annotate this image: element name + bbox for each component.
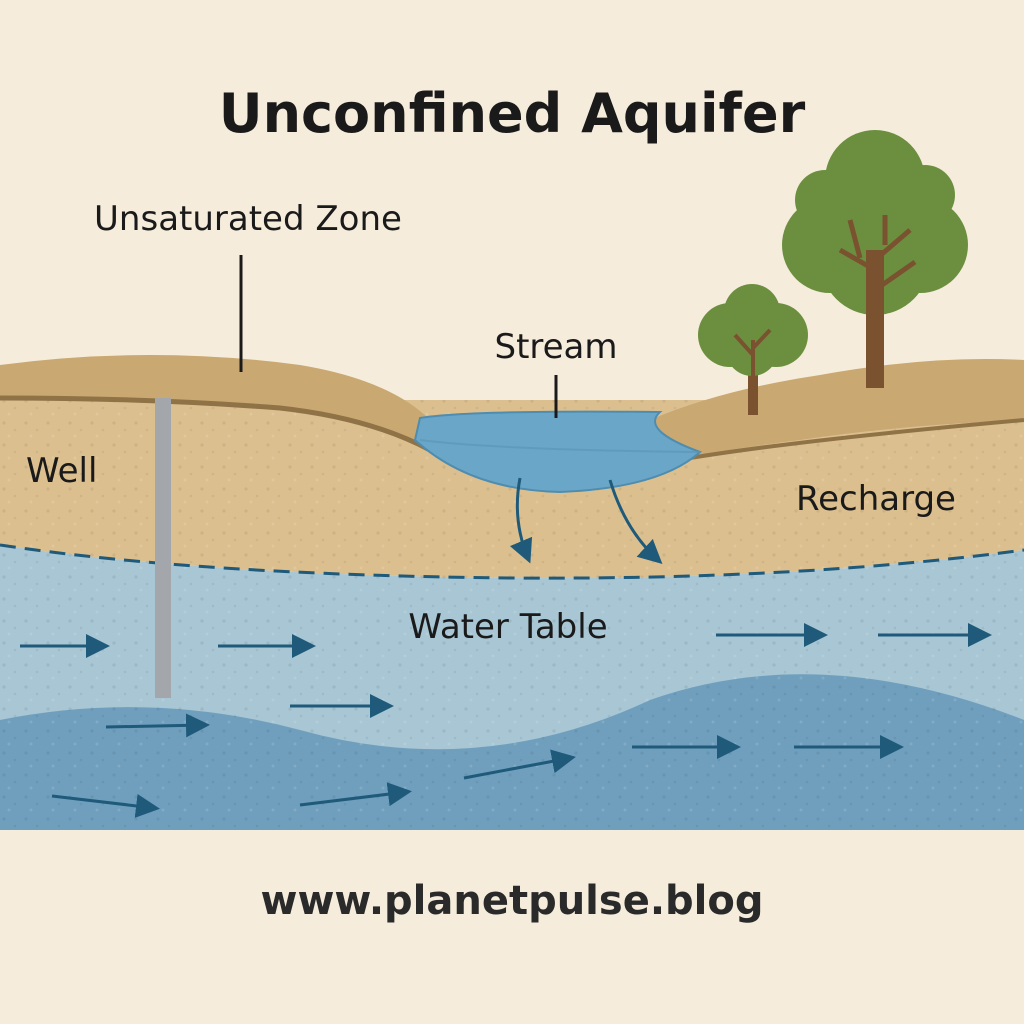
water-table-line [0, 543, 1024, 580]
footer-url: www.planetpulse.blog [261, 878, 764, 924]
water-texture [0, 545, 1024, 830]
label-well: Well [26, 451, 97, 491]
label-recharge: Recharge [796, 479, 956, 519]
label-stream: Stream [494, 327, 617, 367]
flow-arrow [299, 782, 412, 807]
topsoil-right-edge [689, 418, 1024, 460]
flow-arrow [105, 713, 210, 738]
well-pipe [155, 398, 171, 698]
diagram-title: Unconfined Aquifer [219, 82, 806, 145]
small-tree [698, 284, 808, 415]
stream-ripple [419, 439, 701, 453]
flow-arrow [51, 793, 160, 818]
topsoil-left-edge [0, 395, 432, 453]
flow-arrow [463, 749, 576, 780]
topsoil-right [650, 359, 1024, 458]
label-water-table: Water Table [408, 607, 607, 647]
label-unsaturated-zone: Unsaturated Zone [94, 199, 402, 239]
sand-texture [0, 400, 1024, 579]
seepage-arrow [608, 479, 663, 565]
large-tree [782, 130, 968, 388]
seepage-arrow [509, 477, 533, 564]
groundwater-flow-arrows [20, 623, 992, 818]
